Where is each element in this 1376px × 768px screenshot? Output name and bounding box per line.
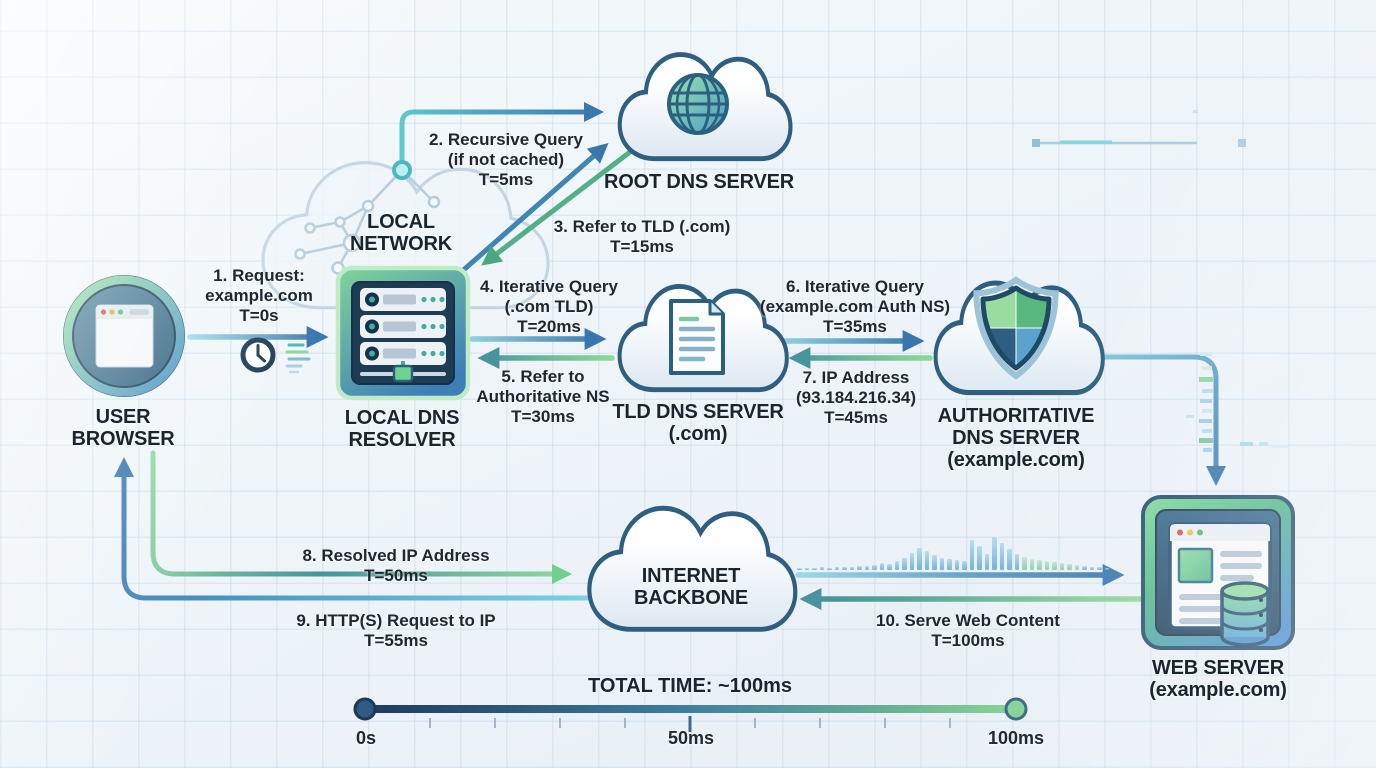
traffic-bar [864, 566, 869, 570]
step-9-label: 9. HTTP(S) Request to IP T=55ms [296, 611, 496, 650]
traffic-bar [1044, 561, 1049, 570]
arrow-resolved-ip [150, 450, 572, 584]
tld-dns-server-label: TLD DNS SERVER (.com) [612, 401, 784, 445]
step-10-label: 10. Serve Web Content T=100ms [876, 611, 1060, 650]
traffic-bar [1082, 566, 1087, 570]
traffic-bar [1074, 565, 1079, 570]
traffic-bar [984, 554, 989, 570]
shield-icon [973, 276, 1059, 380]
traffic-bar [1037, 560, 1042, 570]
traffic-bar [797, 568, 802, 570]
traffic-bar [1052, 562, 1057, 570]
traffic-bar [954, 560, 959, 570]
step-2-label: 2. Recursive Query (if not cached) T=5ms [428, 130, 584, 189]
arrow-http-request [114, 457, 613, 601]
arrow-recursive-query [399, 102, 604, 175]
globe-icon [667, 73, 729, 135]
webpage-database-icon [1141, 495, 1295, 650]
slider-notch [401, 361, 405, 367]
clock-icon [240, 337, 311, 374]
traffic-bar [999, 543, 1004, 570]
decor-data-bits [1186, 352, 1290, 452]
traffic-bar [819, 567, 824, 570]
step-8-label: 8. Resolved IP Address T=50ms [302, 546, 490, 585]
timeline-start-dot [353, 697, 377, 721]
traffic-bar [842, 567, 847, 570]
traffic-bar [804, 568, 809, 570]
decor-topright [1032, 110, 1246, 147]
traffic-bar [932, 555, 937, 570]
traffic-bar [872, 565, 877, 570]
traffic-bar [969, 540, 974, 570]
internet-backbone-label: INTERNET BACKBONE [634, 565, 748, 609]
step-5-label: 5. Refer to Authoritative NS T=30ms [476, 367, 610, 426]
timeline-end-dot [1004, 697, 1028, 721]
traffic-bar [902, 558, 907, 570]
root-dns-server-label: ROOT DNS SERVER [604, 171, 794, 193]
step-3-label: 3. Refer to TLD (.com) T=15ms [553, 217, 731, 256]
local-dns-resolver-label: LOCAL DNS RESOLVER [344, 407, 460, 451]
browser-window-icon [95, 304, 154, 368]
user-browser-icon [63, 275, 185, 397]
local-network-label: LOCAL NETWORK [350, 211, 452, 255]
step-4-label: 4. Iterative Query (.com TLD) T=20ms [480, 277, 618, 336]
traffic-bar [947, 559, 952, 570]
connectors [114, 102, 1226, 610]
traffic-bar [1067, 564, 1072, 570]
authoritative-dns-server-label: AUTHORITATIVE DNS SERVER (example.com) [937, 405, 1095, 471]
step-6-label: 6. Iterative Query (example.com Auth NS)… [759, 277, 951, 336]
traffic-bar [962, 561, 967, 570]
traffic-bar [1104, 568, 1109, 570]
local-network-cloud [261, 161, 550, 310]
database-icon [1220, 581, 1270, 647]
slider-handle [392, 364, 414, 383]
network-graph-icon [294, 169, 441, 275]
traffic-bar [894, 561, 899, 570]
network-node-dot [392, 160, 412, 180]
timeline-tick-50ms: 50ms [667, 728, 715, 748]
traffic-bar [879, 563, 884, 570]
arrow-auth-to-web [1095, 354, 1226, 486]
traffic-bar [924, 551, 929, 570]
traffic-bar [917, 548, 922, 570]
user-browser-label: USER BROWSER [71, 406, 175, 450]
timeline-tick-0s: 0s [355, 728, 377, 748]
traffic-bar [827, 568, 832, 570]
traffic-bar [849, 567, 854, 570]
traffic-bar [939, 558, 944, 570]
timeline [353, 697, 1028, 732]
traffic-bar [992, 537, 997, 570]
traffic-bar [1089, 567, 1094, 570]
arrow-refer-tld [481, 149, 633, 266]
traffic-bar [1022, 557, 1027, 570]
traffic-histogram [797, 527, 1117, 570]
step-7-label: 7. IP Address (93.184.216.34) T=45ms [795, 368, 917, 427]
timeline-title: TOTAL TIME: ~100ms [588, 675, 792, 697]
timeline-tick-100ms: 100ms [987, 728, 1045, 748]
traffic-bar [857, 566, 862, 570]
traffic-bar [1007, 549, 1012, 570]
traffic-bar [909, 553, 914, 570]
traffic-bar [1059, 563, 1064, 570]
server-rack-icon [335, 265, 471, 401]
document-icon [669, 299, 725, 375]
traffic-bar [1029, 559, 1034, 570]
traffic-bar [1014, 554, 1019, 570]
web-server-label: WEB SERVER (example.com) [1149, 657, 1287, 701]
step-1-label: 1. Request: example.com T=0s [205, 266, 313, 325]
arrow-query-to-root [449, 143, 609, 283]
traffic-bar [812, 568, 817, 570]
traffic-bar [834, 567, 839, 570]
traffic-bar [977, 546, 982, 570]
traffic-bar [1097, 567, 1102, 570]
traffic-bar [887, 564, 892, 570]
